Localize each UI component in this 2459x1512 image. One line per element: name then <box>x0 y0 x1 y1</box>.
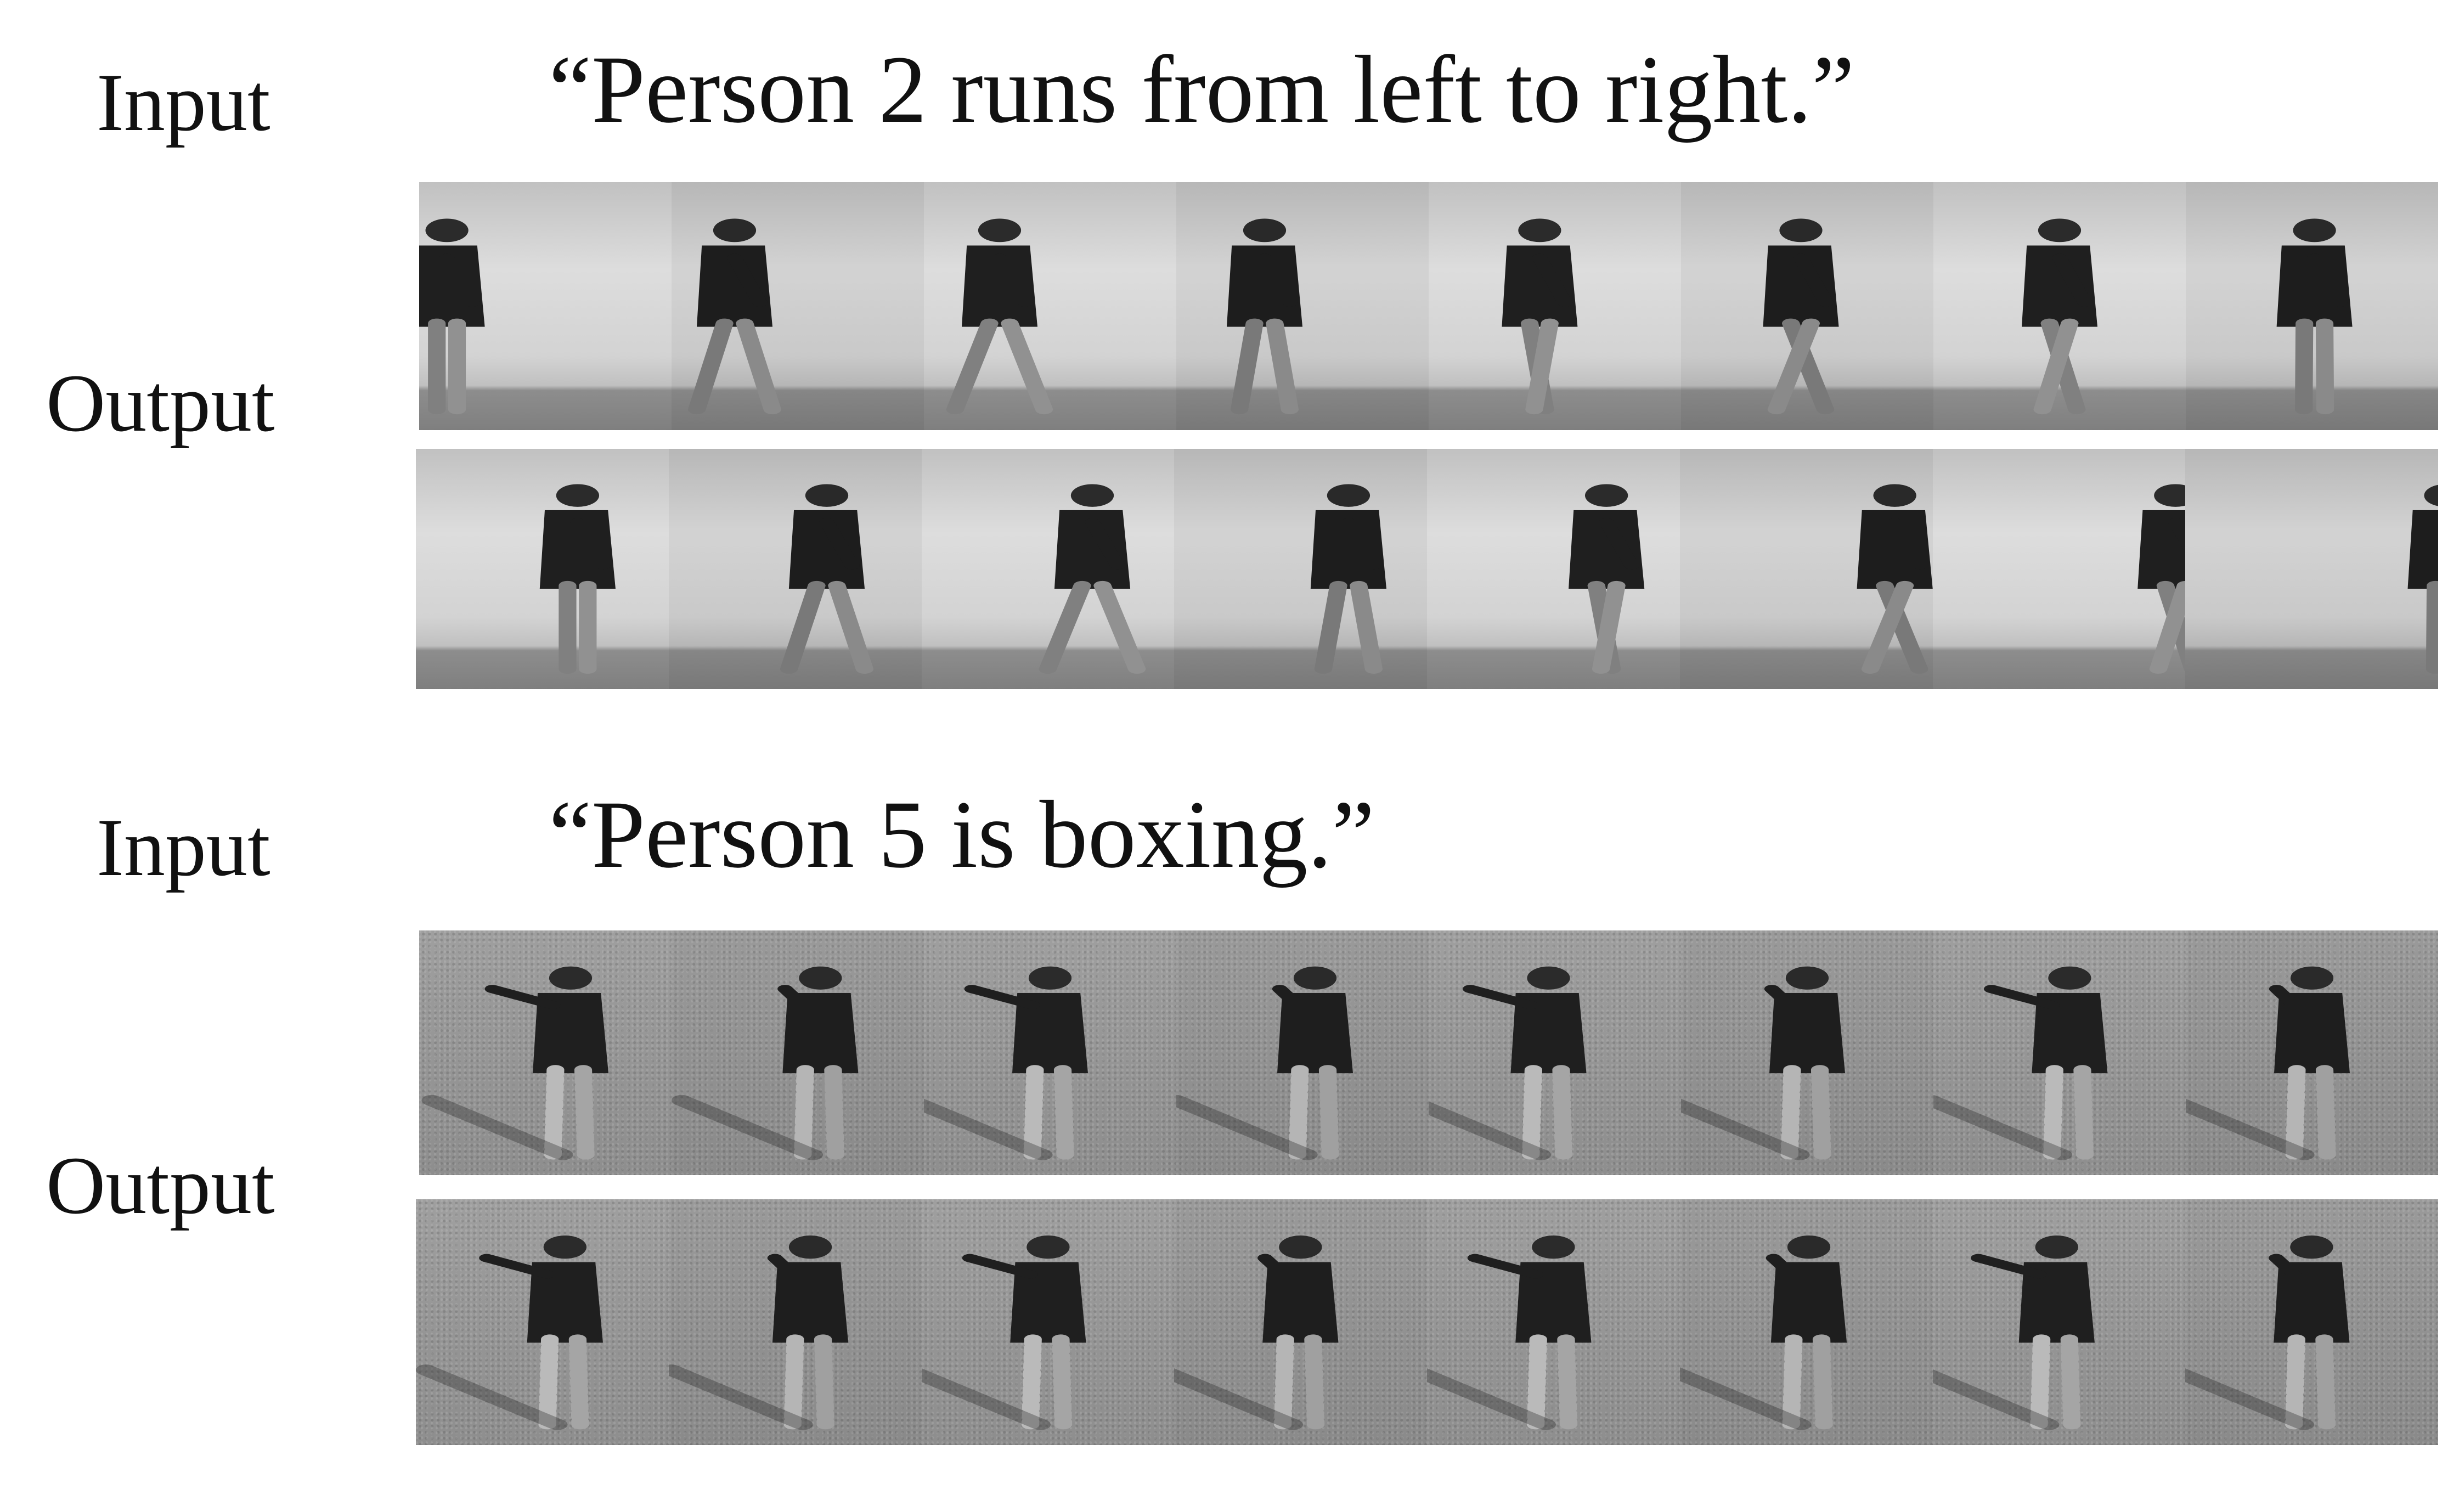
person-figure <box>2137 484 2186 674</box>
video-frame <box>921 1199 1175 1445</box>
person-figure <box>421 966 608 1160</box>
video-frame <box>668 449 922 689</box>
person-figure <box>1176 966 1353 1160</box>
person-figure <box>688 218 781 415</box>
output-strip-2b <box>416 1199 2438 1445</box>
video-frame <box>921 449 1175 689</box>
person-figure <box>539 484 616 674</box>
video-frame <box>1679 449 1933 689</box>
person-figure <box>1311 484 1387 674</box>
video-frame <box>1429 182 1681 430</box>
video-frame <box>1176 930 1429 1175</box>
person-figure <box>1427 1235 1592 1430</box>
person-figure <box>1174 1235 1339 1430</box>
video-frame <box>1681 182 1933 430</box>
output-strip-1a <box>419 182 2438 430</box>
person-figure <box>1502 218 1578 415</box>
person-figure <box>1569 484 1645 674</box>
output-strip-2a <box>419 930 2438 1175</box>
person-figure <box>419 218 485 415</box>
video-frame <box>672 930 924 1175</box>
output-strip-1b <box>416 449 2438 689</box>
video-frame <box>1933 930 2186 1175</box>
person-figure <box>2276 218 2353 415</box>
video-frame <box>416 1199 669 1445</box>
video-frame <box>419 182 672 430</box>
person-figure <box>1857 484 1933 674</box>
video-frame <box>419 930 672 1175</box>
video-frame <box>1679 1199 1933 1445</box>
person-figure <box>946 218 1053 415</box>
person-figure <box>921 1235 1086 1430</box>
video-frame <box>1429 930 1681 1175</box>
person-figure <box>1681 966 1845 1160</box>
video-frame <box>1174 449 1427 689</box>
person-figure <box>1932 1235 2095 1430</box>
video-frame <box>2185 449 2438 689</box>
video-frame <box>2186 182 2438 430</box>
person-figure <box>1679 1235 1847 1430</box>
input-label-2: Input <box>97 802 270 893</box>
output-label-1: Output <box>46 358 275 449</box>
person-figure <box>2186 966 2350 1160</box>
video-frame <box>2185 1199 2438 1445</box>
input-label-1: Input <box>97 57 270 148</box>
person-figure <box>2407 484 2438 674</box>
video-frame <box>1681 930 1933 1175</box>
person-figure <box>672 966 859 1160</box>
person-figure <box>1039 484 1146 674</box>
video-frame <box>672 182 924 430</box>
person-figure <box>1429 966 1587 1160</box>
video-frame <box>1932 449 2186 689</box>
person-figure <box>416 1235 603 1430</box>
video-frame <box>2186 930 2438 1175</box>
person-figure <box>2185 1235 2350 1430</box>
video-frame <box>668 1199 922 1445</box>
video-frame <box>924 930 1176 1175</box>
video-frame <box>1427 449 1680 689</box>
prompt-text-1: “Person 2 runs from left to right.” <box>549 36 1855 143</box>
video-frame <box>1427 1199 1680 1445</box>
video-frame <box>1932 1199 2186 1445</box>
video-frame <box>1174 1199 1427 1445</box>
person-figure <box>2022 218 2097 415</box>
person-figure <box>924 966 1088 1160</box>
video-frame <box>1933 182 2186 430</box>
video-frame <box>924 182 1176 430</box>
prompt-text-2: “Person 5 is boxing.” <box>549 781 1375 888</box>
video-frame <box>416 449 669 689</box>
person-figure <box>1763 218 1839 415</box>
person-figure <box>1933 966 2108 1160</box>
person-figure <box>1227 218 1302 415</box>
person-figure <box>780 484 873 674</box>
video-frame <box>1176 182 1429 430</box>
output-label-2: Output <box>46 1140 275 1231</box>
person-figure <box>668 1235 848 1430</box>
